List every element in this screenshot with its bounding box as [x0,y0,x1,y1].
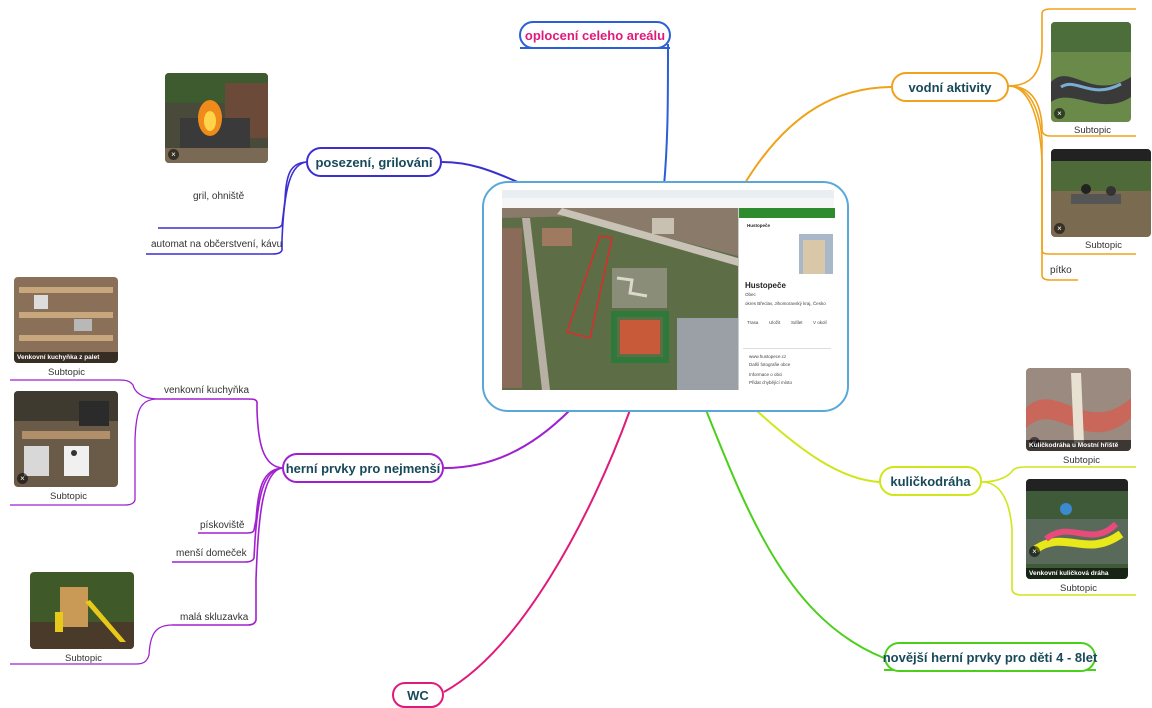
connector-wc [443,409,631,693]
connector-seating [441,161,521,184]
connector-water [744,86,894,184]
label-kuchynka[interactable]: venkovní kuchyňka [164,385,250,396]
caption-marble-bottom[interactable]: Subtopic [1060,583,1097,594]
node-kulickodraha[interactable]: kuličkodráha [879,466,982,496]
place-subtitle: Obec [745,292,756,297]
place-address: okres Břeclav, Jihomoravský kraj, Česko [745,301,826,306]
caption-kitchen-top[interactable]: Subtopic [48,367,85,378]
aerial-map[interactable] [502,208,738,390]
caption-water-bottom[interactable]: Subtopic [1085,240,1122,251]
node-wc[interactable]: WC [392,682,444,708]
place-title: Hustopeče [745,281,786,290]
node-novejsi-prvky[interactable]: novější herní prvky pro děti 4 - 8let [883,642,1097,672]
nearby-button[interactable]: V okolí [813,320,827,325]
label-skluzavka[interactable]: malá skluzavka [180,612,249,623]
center-map-topic[interactable]: Hustopeče Hustopeče Obec okres Břeclav, … [482,181,849,412]
close-icon[interactable]: × [168,149,179,160]
back-search[interactable]: Hustopeče [747,223,771,228]
link-website[interactable]: www.hustopece.cz [749,354,787,359]
close-icon[interactable]: × [17,473,28,484]
route-button[interactable]: Trasa [747,320,759,325]
place-info-panel: Hustopeče Hustopeče Obec okres Břeclav, … [738,208,835,390]
save-button[interactable]: Uložit [769,320,781,325]
node-vodni-aktivity[interactable]: vodní aktivity [891,72,1009,102]
image-play-kitchen[interactable]: × [14,391,118,487]
link-photos[interactable]: Další fotografie obce [749,362,791,367]
close-icon[interactable]: × [1029,546,1040,557]
image-marble-track[interactable]: × Venkovní kuličková dráha [1026,479,1128,579]
caption-slide[interactable]: Subtopic [65,653,102,664]
connector-marble [755,409,881,483]
label-automat[interactable]: automat na občerstvení, kávu [151,239,283,250]
image-title: Kuličkodráha u Mostní hřiště [1026,440,1131,451]
image-title: Venkovní kuličková dráha [1026,568,1128,579]
caption-marble-top[interactable]: Subtopic [1063,455,1100,466]
caption-kitchen-bottom[interactable]: Subtopic [50,491,87,502]
image-pallet-kitchen[interactable]: Venkovní kuchyňka z palet [14,277,118,363]
close-icon[interactable]: × [1054,223,1065,234]
image-title: Venkovní kuchyňka z palet [14,352,118,363]
connector-newer [705,409,885,659]
node-oploceni[interactable]: oplocení celeho areálu [519,21,671,49]
image-marble-run[interactable]: × Kuličkodráha u Mostní hřiště [1026,368,1131,451]
connector-kids [443,409,571,469]
connector-top [663,43,669,187]
label-domecek[interactable]: menší domeček [176,548,247,559]
image-water-play[interactable]: × [1051,22,1131,122]
node-posezeni[interactable]: posezení, grilování [306,147,442,177]
link-add-place[interactable]: Přidat chybějící místo [749,380,793,385]
label-pitko[interactable]: pítko [1050,265,1072,276]
map-screenshot: Hustopeče Hustopeče Obec okres Břeclav, … [502,190,835,390]
link-info[interactable]: Informace o obci [749,372,783,377]
image-water-table[interactable]: × [1051,149,1151,237]
share-button[interactable]: Sdílet [791,320,803,325]
label-gril[interactable]: gril, ohniště [193,191,245,202]
browser-address-bar [502,190,834,198]
close-icon[interactable]: × [1054,108,1065,119]
image-small-slide[interactable] [30,572,134,649]
node-herni-prvky[interactable]: herní prvky pro nejmenší [282,453,444,483]
label-piskoviste[interactable]: pískoviště [200,520,245,531]
image-fire-pit[interactable]: × [165,73,268,163]
caption-water-top[interactable]: Subtopic [1074,125,1111,136]
